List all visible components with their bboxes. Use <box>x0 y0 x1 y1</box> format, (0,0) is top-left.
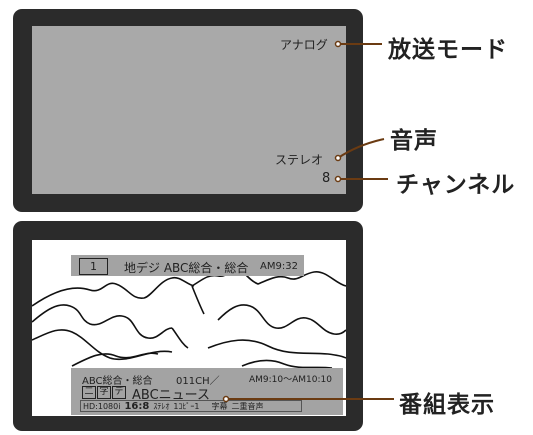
data-broadcast-icon: デ <box>112 386 126 399</box>
callout-channel: チャンネル <box>396 172 516 198</box>
caption-icon: 二 <box>82 386 96 399</box>
header-clock: AM9:32 <box>260 261 298 272</box>
status-resolution: HD:1080i <box>83 401 121 411</box>
status-subtitles: 字幕 <box>211 401 228 411</box>
program-title: ABCニュース <box>132 388 211 403</box>
channel-number-text: 8 <box>322 171 331 186</box>
callout-program-display: 番組表示 <box>399 392 495 418</box>
channel-header-bar <box>71 255 304 276</box>
program-info-panel <box>71 368 343 415</box>
top-tv-screen <box>32 26 346 194</box>
status-aspect: 16:8 <box>124 400 150 412</box>
callout-broadcast-mode: 放送モード <box>388 37 508 63</box>
info-service-name: ABC総合・総合 <box>82 376 153 387</box>
callout-audio: 音声 <box>390 128 438 154</box>
info-channel-number: 011CH／ <box>176 376 220 387</box>
broadcast-mode-text: アナログ <box>280 38 328 52</box>
subtitle-icon: 字 <box>97 386 111 399</box>
status-audio: ｽﾃﾚｵ <box>153 401 170 411</box>
status-copy: 1ｺﾋﾟｰ1 <box>173 401 200 411</box>
mountain-landscape-illustration <box>32 268 346 369</box>
header-service-name: 地デジ ABC総合・総合 <box>124 261 249 275</box>
channel-box-number: 1 <box>79 258 108 275</box>
info-time-range: AM9:10～AM10:10 <box>249 375 332 385</box>
audio-mode-text: ステレオ <box>275 153 324 167</box>
status-dual-audio: 二重音声 <box>231 401 264 411</box>
status-strip: HD:1080i 16:8 ｽﾃﾚｵ 1ｺﾋﾟｰ1 字幕 二重音声 <box>80 400 302 412</box>
